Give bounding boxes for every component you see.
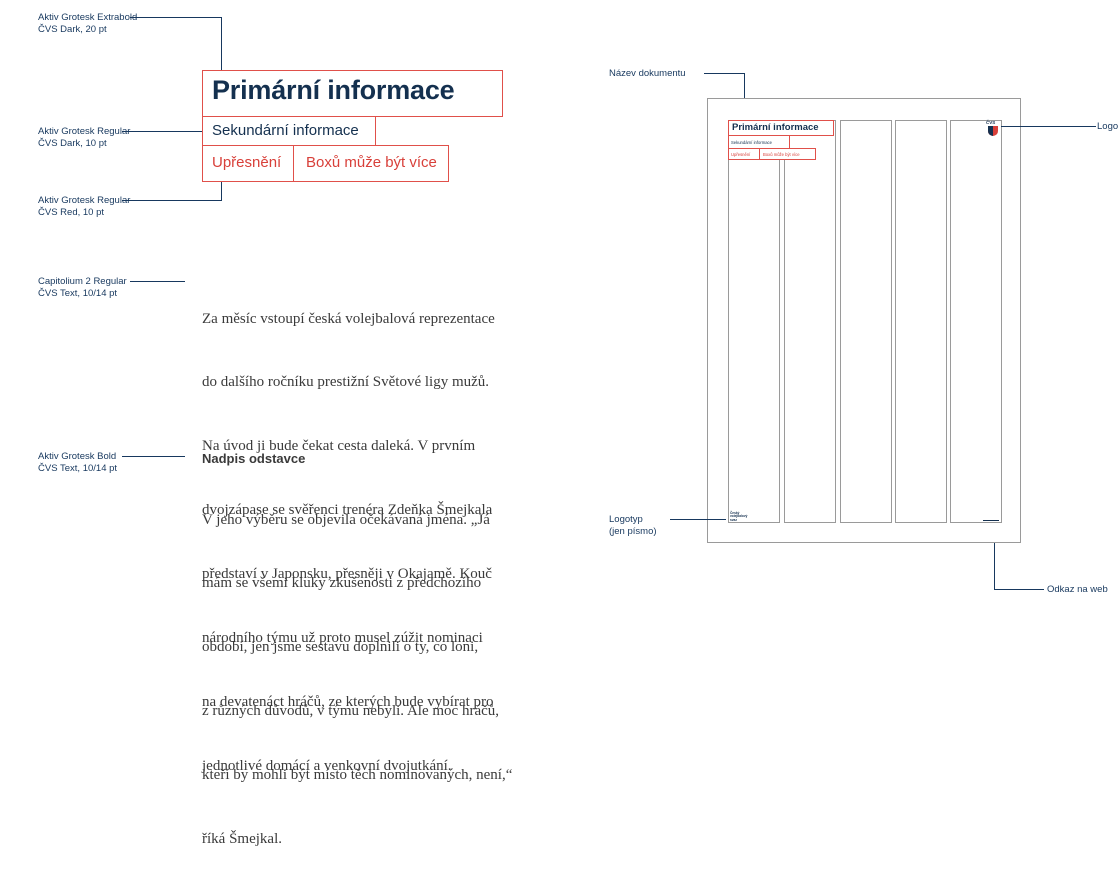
leader-line (122, 200, 222, 201)
leader-line (130, 281, 185, 282)
annotation-line: Logotyp (609, 514, 643, 525)
annotation-doc-name: Název dokumentu (609, 68, 686, 79)
leader-line (994, 543, 995, 589)
thumbnail-column (728, 120, 780, 523)
paragraph-line: dvojzápase se svěřenci trenéra Zdeňka Šm… (202, 502, 493, 519)
paragraph-line: mám se všemi kluky zkušenosti z předchoz… (202, 575, 482, 592)
detail-text: Upřesnění (212, 154, 282, 171)
thumbnail-detail-text: Boxů může být více (763, 152, 800, 157)
annotation-logotype: Logotyp(jen písmo) (609, 514, 657, 537)
leader-line (122, 456, 185, 457)
annotation-line: Aktiv Grotesk Regular (38, 126, 131, 137)
paragraph-line: kteří by mohli být místo těch nominovaný… (202, 767, 513, 784)
annotation-line: Aktiv Grotesk Bold (38, 451, 117, 462)
annotation-line: Aktiv Grotesk Extrabold (38, 12, 138, 23)
annotation-line: ČVS Text, 10/14 pt (38, 462, 118, 474)
annotation-line: ČVS Dark, 20 pt (38, 23, 107, 35)
detail-text: Boxů může být více (306, 154, 437, 171)
thumbnail-title: Primární informace (732, 122, 819, 133)
annotation-line: Aktiv Grotesk Regular (38, 195, 131, 206)
thumbnail-subtitle: Sekundární informace (731, 140, 772, 145)
paragraph-line: období, jen jsme sestavu doplnili o ty, … (202, 639, 479, 656)
thumbnail-column (840, 120, 892, 523)
annotation-line: Capitolium 2 Regular (38, 276, 127, 287)
logotype-line: Český (730, 511, 740, 515)
annotation-line: ČVS Text, 10/14 pt (38, 287, 118, 299)
thumbnail-column (895, 120, 947, 523)
leader-line (122, 131, 202, 132)
logotype-line: svaz (730, 517, 737, 522)
paragraph-line: představí v Japonsku, přesněji v Okajamě… (202, 566, 492, 583)
cvs-logo: ČVS (986, 120, 1000, 136)
leader-line (221, 17, 222, 70)
paragraph-heading: Nadpis odstavce (202, 451, 306, 466)
leader-line (1001, 126, 1096, 127)
leader-line (130, 17, 222, 18)
thumbnail-column (784, 120, 836, 523)
document-thumbnail: Primární informace Sekundární informace … (707, 98, 1021, 543)
thumbnail-detail-box (759, 148, 816, 160)
detail-box (293, 145, 449, 182)
logo-text: ČVS (986, 120, 996, 125)
secondary-info-text: Sekundární informace (212, 122, 359, 139)
leader-line (670, 519, 726, 520)
annotation-line: ČVS Dark, 10 pt (38, 137, 107, 149)
leader-line (221, 182, 222, 201)
leader-line (704, 73, 745, 74)
paragraph-line: do dalšího ročníku prestižní Světové lig… (202, 374, 490, 391)
web-link-mark (983, 520, 999, 521)
paragraph-line: Na úvod ji bude čekat cesta daleká. V pr… (202, 438, 476, 455)
paragraph-line: z různých důvodů, v týmu nebyli. Ale moc… (202, 703, 500, 720)
logotype-line: volejbalový (730, 514, 748, 519)
paragraph-line: Za měsíc vstoupí česká volejbalová repre… (202, 310, 495, 327)
thumbnail-logotype: Český volejbalový svaz (730, 511, 748, 522)
leader-line (994, 589, 1044, 590)
paragraph-line: V jeho výběru se objevila očekávaná jmén… (202, 511, 490, 528)
body-paragraph: V jeho výběru se objevila očekávaná jmén… (202, 467, 512, 872)
annotation-logo: Logo (1097, 121, 1119, 132)
annotation-web-link: Odkaz na web (1047, 584, 1108, 595)
thumbnail-column (950, 120, 1002, 523)
primary-info-title: Primární informace (212, 75, 455, 105)
thumbnail-detail-text: Upřesnění (731, 152, 751, 157)
annotation-line: (jen písmo) (609, 525, 657, 537)
paragraph-line: říká Šmejkal. (202, 831, 282, 848)
shield-icon (988, 126, 998, 136)
annotation-line: ČVS Red, 10 pt (38, 206, 105, 218)
